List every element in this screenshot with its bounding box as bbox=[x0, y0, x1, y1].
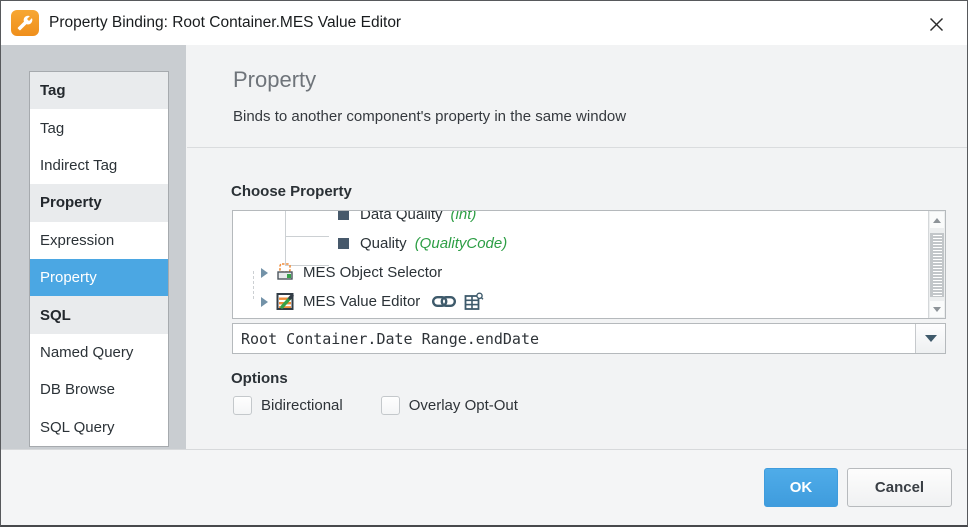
bidirectional-option: Bidirectional bbox=[233, 396, 343, 415]
combo-dropdown-button[interactable] bbox=[915, 324, 945, 353]
binding-wrench-icon bbox=[11, 10, 39, 36]
sidebar-header-tag: Tag bbox=[30, 72, 168, 110]
tree-rows: Data Quality (int) Quality (QualityCode) bbox=[233, 211, 928, 316]
sidebar-item-sql-query[interactable]: SQL Query bbox=[40, 418, 115, 436]
choose-property-label: Choose Property bbox=[231, 183, 352, 200]
link-icon bbox=[432, 296, 457, 308]
tree-row-data-quality[interactable]: Data Quality (int) bbox=[233, 211, 928, 229]
titlebar: Property Binding: Root Container.MES Val… bbox=[1, 1, 967, 45]
bidirectional-checkbox[interactable] bbox=[233, 396, 252, 415]
options-label: Options bbox=[231, 370, 288, 387]
tree-row-label: MES Object Selector bbox=[303, 264, 443, 281]
binding-type-list: Tag Tag Indirect Tag Property Expression… bbox=[29, 71, 169, 447]
tree-scrollbar[interactable] bbox=[928, 211, 945, 318]
options-row: Bidirectional Overlay Opt-Out bbox=[233, 396, 518, 415]
property-node-icon bbox=[338, 238, 349, 249]
main-panel: Property Binds to another component's pr… bbox=[186, 45, 967, 449]
sidebar-header-property: Property bbox=[30, 184, 168, 222]
bidirectional-label: Bidirectional bbox=[261, 397, 343, 414]
sidebar-item-db-browse[interactable]: DB Browse bbox=[40, 381, 116, 399]
overlay-opt-out-label: Overlay Opt-Out bbox=[408, 397, 518, 414]
sidebar-item-named-query[interactable]: Named Query bbox=[40, 344, 134, 362]
sidebar-item-indirect-tag[interactable]: Indirect Tag bbox=[40, 157, 118, 175]
expand-arrow-icon[interactable] bbox=[261, 267, 268, 278]
dialog-footer: OK Cancel bbox=[1, 449, 967, 525]
sidebar-item-tag[interactable]: Tag bbox=[40, 119, 65, 137]
overlay-opt-out-checkbox[interactable] bbox=[380, 396, 400, 415]
tree-row-label: MES Value Editor bbox=[303, 293, 421, 310]
scroll-down-icon[interactable] bbox=[930, 301, 944, 317]
property-tree[interactable]: Data Quality (int) Quality (QualityCode) bbox=[232, 210, 946, 319]
cancel-button[interactable]: Cancel bbox=[847, 468, 952, 507]
table-search-icon bbox=[464, 292, 484, 310]
tree-viewport: Data Quality (int) Quality (QualityCode) bbox=[233, 211, 928, 318]
mes-value-editor-icon bbox=[276, 292, 295, 311]
scroll-up-icon[interactable] bbox=[930, 212, 944, 228]
tree-row-label: Quality bbox=[360, 235, 407, 252]
expand-arrow-icon[interactable] bbox=[261, 296, 268, 307]
tree-row-mes-object-selector[interactable]: MES Object Selector bbox=[233, 258, 928, 287]
ok-button[interactable]: OK bbox=[764, 468, 838, 507]
page-subtitle: Binds to another component's property in… bbox=[233, 108, 627, 125]
tree-row-quality[interactable]: Quality (QualityCode) bbox=[233, 229, 928, 258]
mes-object-selector-icon bbox=[276, 263, 295, 282]
overlay-opt-out-option: Overlay Opt-Out bbox=[380, 396, 518, 415]
page-title: Property bbox=[233, 67, 317, 92]
sidebar-band: Tag Tag Indirect Tag Property Expression… bbox=[1, 45, 186, 449]
tree-row-type: (QualityCode) bbox=[414, 235, 508, 252]
scrollbar-thumb[interactable] bbox=[930, 233, 944, 297]
tree-row-type: (int) bbox=[450, 211, 477, 223]
chevron-down-icon bbox=[924, 335, 937, 342]
tree-row-badges bbox=[432, 292, 484, 311]
property-path-input[interactable] bbox=[233, 324, 915, 353]
close-icon[interactable] bbox=[923, 12, 949, 36]
sidebar-item-property[interactable]: Property bbox=[30, 259, 168, 297]
tree-row-mes-value-editor[interactable]: MES Value Editor bbox=[233, 287, 928, 316]
dialog-title: Property Binding: Root Container.MES Val… bbox=[49, 14, 402, 31]
tree-row-label: Data Quality bbox=[360, 211, 443, 223]
sidebar-item-expression[interactable]: Expression bbox=[40, 231, 115, 249]
property-path-combo bbox=[232, 323, 946, 354]
property-node-icon bbox=[338, 211, 349, 220]
divider bbox=[187, 147, 967, 148]
sidebar-header-sql: SQL bbox=[30, 296, 168, 334]
